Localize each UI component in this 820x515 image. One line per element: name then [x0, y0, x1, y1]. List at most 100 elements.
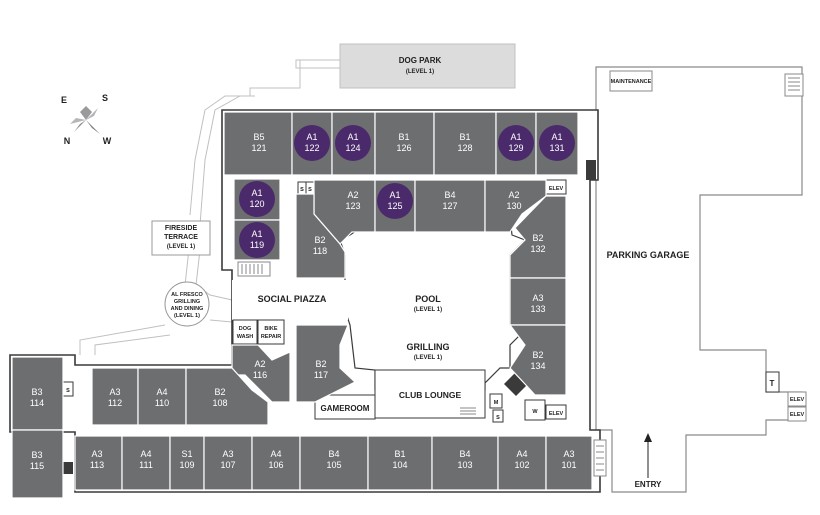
- gameroom[interactable]: GAMEROOM: [314, 394, 376, 420]
- dog-park-label: DOG PARK: [399, 56, 442, 65]
- unit-type: B5: [253, 132, 264, 142]
- availability-marker: [377, 183, 413, 219]
- unit-number: 125: [387, 201, 402, 211]
- unit-type: S1: [181, 449, 192, 459]
- unit-block[interactable]: [509, 195, 567, 279]
- unit-type: B1: [394, 449, 405, 459]
- unit-number: 133: [530, 304, 545, 314]
- unit-number: 118: [313, 246, 327, 256]
- unit-number: 132: [530, 244, 545, 254]
- unit-number: 134: [530, 361, 545, 371]
- dog-park-area: DOG PARK (LEVEL 1): [339, 43, 516, 89]
- unit-type: A1: [306, 132, 317, 142]
- unit-number: 124: [345, 143, 360, 153]
- compass-icon: E S N W: [61, 93, 112, 146]
- parking-garage-label: PARKING GARAGE: [607, 250, 690, 260]
- w-label: W: [532, 409, 538, 415]
- dog-wash-room[interactable]: DOG WASH: [232, 319, 258, 345]
- unit-block[interactable]: [11, 429, 64, 499]
- unit-block[interactable]: [185, 367, 269, 426]
- unit-number: 109: [179, 460, 194, 470]
- unit-type: B1: [459, 132, 470, 142]
- dog-wash-line1: DOG: [239, 326, 252, 332]
- unit-number: 106: [268, 460, 283, 470]
- availability-marker: [239, 181, 275, 217]
- unit-number: 110: [155, 398, 169, 408]
- unit-number: 102: [514, 460, 529, 470]
- unit-type: A3: [532, 293, 543, 303]
- stairs-icon-right: [593, 439, 607, 477]
- stairs-icon: [237, 261, 271, 277]
- dog-wash-line2: WASH: [237, 334, 254, 340]
- compass-n: N: [64, 136, 71, 146]
- parking-garage: MAINTENANCE PARKING GARAGE T ELEV ELEV E…: [595, 66, 807, 493]
- unit-block[interactable]: [545, 435, 593, 491]
- fireside-line1: FIRESIDE: [165, 225, 198, 232]
- maintenance-label: MAINTENANCE: [611, 79, 652, 85]
- unit-type: B4: [328, 449, 339, 459]
- compass-s: S: [102, 93, 108, 103]
- unit-type: B3: [31, 387, 42, 397]
- alfresco-line1: AL FRESCO: [171, 292, 203, 298]
- unit-number: 126: [396, 143, 411, 153]
- lounge-stairs-icon: [460, 407, 476, 415]
- unit-block[interactable]: [508, 324, 567, 396]
- unit-type: A2: [347, 190, 358, 200]
- garage-elev-2: ELEV: [790, 412, 805, 418]
- unit-type: A4: [270, 449, 281, 459]
- unit-block[interactable]: [295, 324, 357, 403]
- grilling-label: GRILLING: [407, 342, 450, 352]
- unit-type: B4: [459, 449, 470, 459]
- unit-type: A1: [251, 188, 262, 198]
- unit-type: A1: [251, 229, 262, 239]
- unit-number: 115: [30, 461, 44, 471]
- unit-number: 107: [220, 460, 235, 470]
- bike-repair-room[interactable]: BIKE REPAIR: [257, 319, 285, 345]
- unit-number: 101: [561, 460, 576, 470]
- s-label-4: S: [496, 415, 500, 421]
- social-piazza-label: SOCIAL PIAZZA: [258, 294, 327, 304]
- fireside-level: (LEVEL 1): [167, 244, 195, 250]
- unit-block[interactable]: [295, 193, 346, 279]
- gameroom-label: GAMEROOM: [321, 404, 370, 413]
- unit-block[interactable]: [484, 179, 547, 233]
- garage-stairs-icon: [784, 73, 804, 97]
- entry-arrow-icon: [644, 433, 652, 478]
- unit-number: 122: [304, 143, 319, 153]
- unit-type: B2: [532, 233, 543, 243]
- club-lounge[interactable]: CLUB LOUNGE: [374, 369, 486, 419]
